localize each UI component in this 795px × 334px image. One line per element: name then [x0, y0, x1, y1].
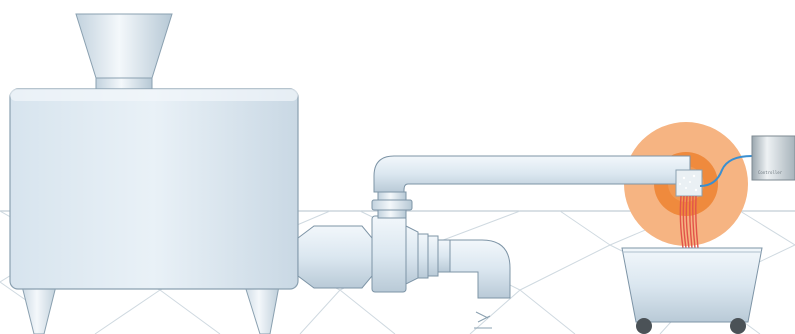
spray-nozzle-icon [676, 170, 702, 196]
pump-icon [298, 216, 450, 292]
pipe-elbow-icon [450, 240, 510, 298]
cart-icon [622, 248, 762, 334]
control-box-icon: Controller [752, 136, 795, 180]
funnel-hopper-icon [76, 14, 172, 90]
fallen-parts [474, 312, 492, 328]
control-unit-label: Controller [758, 170, 783, 175]
tank-icon [10, 89, 298, 289]
